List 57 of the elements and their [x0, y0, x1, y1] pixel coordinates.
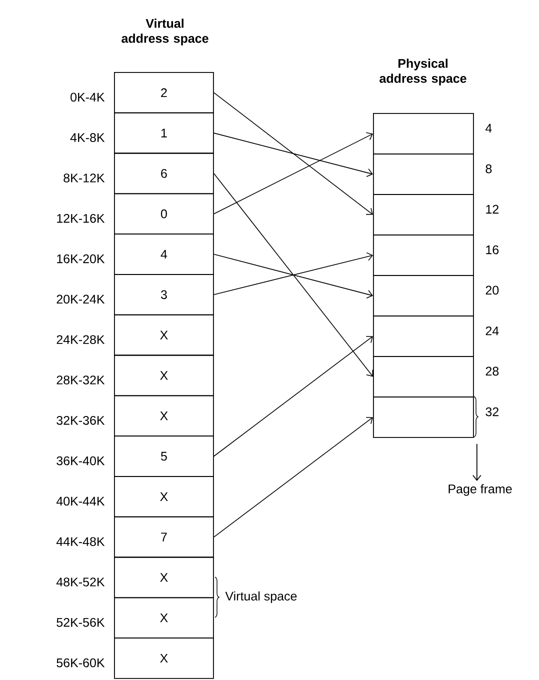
table-cell: 5 [114, 436, 214, 477]
frame-number: 8 [486, 164, 492, 174]
frame-cell [373, 154, 474, 195]
frame-number: 4 [485, 124, 492, 132]
column-title: Physical address space [380, 58, 466, 86]
table-cell: X [114, 476, 214, 518]
address-range: 44K-48K [56, 537, 105, 546]
frame-cell [373, 275, 474, 316]
arrow [214, 336, 373, 457]
address-range: 16K-20K [57, 254, 105, 264]
table-cell: X [114, 638, 214, 679]
table-cell: X [114, 314, 214, 356]
address-range: 0K-4K [70, 92, 105, 102]
table-cell: 4 [114, 234, 214, 275]
frame-number: 16 [486, 245, 499, 254]
frame-cell [373, 316, 474, 357]
frame-cell [373, 194, 474, 236]
frame-number: 12 [486, 204, 498, 214]
table-cell: 7 [114, 516, 214, 558]
table-cell: 1 [114, 112, 214, 154]
frame-number: 32 [486, 407, 498, 416]
address-range: 4K-8K [70, 133, 105, 142]
arrow [214, 173, 374, 377]
arrow [214, 132, 373, 214]
table-cell: 6 [114, 152, 214, 194]
table-cell: 3 [114, 274, 214, 316]
address-range: 8K-12K [64, 174, 105, 182]
frame-cell [373, 396, 474, 438]
frame-number: 20 [486, 286, 499, 295]
arrow [214, 92, 373, 215]
address-range: 56K-60K [56, 658, 105, 668]
table-cell: 0 [114, 193, 214, 234]
address-range: 12K-16K [57, 214, 105, 223]
arrow [214, 132, 373, 178]
column-title: Virtual address space [122, 18, 208, 46]
arrow [214, 417, 373, 538]
frame-cell [373, 356, 474, 398]
table-cell: X [114, 556, 214, 598]
address-range: 48K-52K [56, 578, 105, 586]
frame-number: 28 [486, 366, 499, 376]
brace-label: Virtual space [225, 591, 297, 604]
address-range: 32K-36K [56, 416, 105, 425]
frame-cell [373, 113, 474, 154]
address-range: 20K-24K [56, 294, 105, 304]
table-cell: X [114, 354, 214, 396]
frame-number: 24 [486, 326, 499, 336]
table-cell: X [114, 395, 214, 436]
address-range: 52K-56K [56, 618, 105, 627]
frame-cell [373, 234, 474, 276]
table-cell: 2 [114, 72, 214, 114]
address-range: 28K-32K [56, 376, 105, 384]
caption-text: Page frame [448, 484, 512, 496]
address-range: 36K-40K [56, 456, 105, 466]
table-cell: X [114, 597, 214, 638]
arrow [472, 443, 482, 481]
address-range: 24K-28K [56, 335, 105, 344]
address-range: 40K-44K [56, 496, 105, 506]
